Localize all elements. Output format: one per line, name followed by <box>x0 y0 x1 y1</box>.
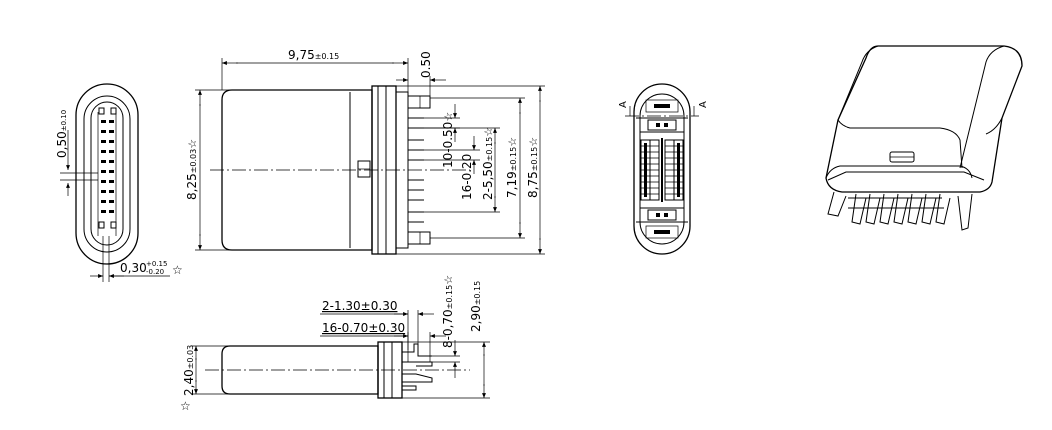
end-view-contacts <box>98 107 117 229</box>
isometric-view <box>825 45 1023 231</box>
dim-7-19: 7,19±0.15☆ <box>505 137 519 198</box>
dim-2-40: 2,40±0.03 <box>182 345 196 396</box>
svg-text:-0.20: -0.20 <box>146 268 164 276</box>
dim-16-070: 16-0.70±0.30 <box>322 321 405 335</box>
section-marker-right: A <box>698 101 709 108</box>
dim-8-25: 8,25±0.03☆ <box>185 139 199 200</box>
iso-pins <box>827 191 973 231</box>
dim-0-50-top: 0.50 <box>419 51 433 78</box>
section-view-a-a: A A <box>618 83 709 255</box>
dim-10-050: 10-0.50☆ <box>441 112 455 168</box>
dim-9-75: 9,75±0.15 <box>288 48 339 62</box>
section-contacts <box>640 99 684 239</box>
svg-text:+0.15: +0.15 <box>146 260 167 268</box>
svg-text:☆: ☆ <box>172 263 183 277</box>
dim-2-550: 2-5,50±0.15☆ <box>481 127 495 200</box>
dim-2-130: 2-1.30±0.30 <box>322 299 397 313</box>
dim-0-30: 0,30 <box>120 261 147 275</box>
dim-8-070: 8-0,70±0.15☆ <box>441 275 455 348</box>
dim-2-90: 2,90±0.15 <box>469 281 483 332</box>
section-marker-left: A <box>618 101 629 108</box>
dim-8-75: 8,75±0.15☆ <box>526 137 540 198</box>
end-view-left: 0,50±0.10 0,30 +0.15 -0.20 ☆ <box>55 83 183 282</box>
svg-text:☆: ☆ <box>180 399 191 413</box>
dim-16-020: 16-0.20 <box>460 154 474 200</box>
dim-0-50-left: 0,50±0.10 <box>55 110 69 158</box>
side-view-bottom: 2-1.30±0.30 16-0.70±0.30 8-0,70±0.15☆ 2,… <box>180 275 490 413</box>
side-view-top: 9,75±0.15 0.50 8,25±0.03☆ 10-0.50☆ 16-0.… <box>185 48 545 255</box>
